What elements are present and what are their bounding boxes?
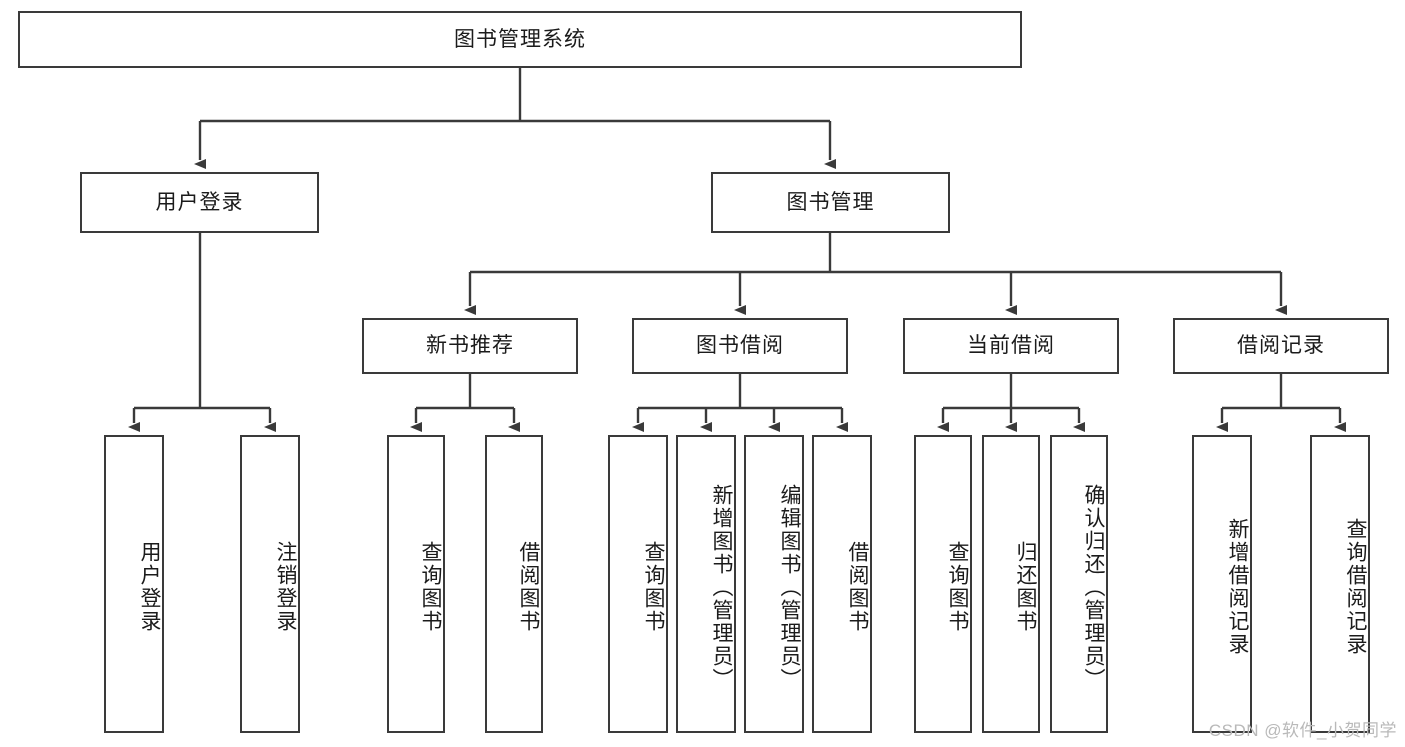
leaf-user-logout[interactable]: 注销登录: [240, 435, 300, 733]
node-borrow-records[interactable]: 借阅记录: [1173, 318, 1389, 374]
leaf-query-books-current[interactable]: 查询图书: [914, 435, 972, 733]
leaf-add-book-admin-label: 新增图书（管理员）: [710, 483, 733, 691]
node-book-management[interactable]: 图书管理: [711, 172, 950, 233]
node-book-borrow[interactable]: 图书借阅: [632, 318, 848, 374]
leaf-lend-book[interactable]: 借阅图书: [812, 435, 872, 733]
leaf-user-logout-label: 注销登录: [274, 541, 297, 633]
leaf-user-login-label: 用户登录: [138, 541, 161, 633]
leaf-return-book[interactable]: 归还图书: [982, 435, 1040, 733]
leaf-query-books-borrow-label: 查询图书: [642, 541, 665, 633]
leaf-confirm-return-admin[interactable]: 确认归还（管理员）: [1050, 435, 1108, 733]
leaf-query-borrow-record[interactable]: 查询借阅记录: [1310, 435, 1370, 733]
node-borrow-records-label: 借阅记录: [1237, 334, 1325, 358]
leaf-add-borrow-record[interactable]: 新增借阅记录: [1192, 435, 1252, 733]
leaf-query-books-recommend-label: 查询图书: [419, 541, 442, 633]
leaf-query-books-borrow[interactable]: 查询图书: [608, 435, 668, 733]
leaf-query-books-current-label: 查询图书: [946, 541, 969, 633]
node-new-book-recommend[interactable]: 新书推荐: [362, 318, 578, 374]
leaf-borrow-books-recommend[interactable]: 借阅图书: [485, 435, 543, 733]
leaf-lend-book-label: 借阅图书: [846, 541, 869, 633]
leaf-add-borrow-record-label: 新增借阅记录: [1226, 518, 1249, 656]
leaf-return-book-label: 归还图书: [1014, 541, 1037, 633]
leaf-add-book-admin[interactable]: 新增图书（管理员）: [676, 435, 736, 733]
leaf-query-books-recommend[interactable]: 查询图书: [387, 435, 445, 733]
leaf-edit-book-admin[interactable]: 编辑图书（管理员）: [744, 435, 804, 733]
node-current-borrow-label: 当前借阅: [967, 334, 1055, 358]
node-user-login[interactable]: 用户登录: [80, 172, 319, 233]
node-current-borrow[interactable]: 当前借阅: [903, 318, 1119, 374]
leaf-edit-book-admin-label: 编辑图书（管理员）: [778, 483, 801, 691]
leaf-borrow-books-recommend-label: 借阅图书: [517, 541, 540, 633]
leaf-user-login[interactable]: 用户登录: [104, 435, 164, 733]
node-root-system-label: 图书管理系统: [454, 27, 586, 51]
node-root-system[interactable]: 图书管理系统: [18, 11, 1022, 68]
node-book-borrow-label: 图书借阅: [696, 334, 784, 358]
leaf-query-borrow-record-label: 查询借阅记录: [1344, 518, 1367, 656]
node-user-login-label: 用户登录: [155, 190, 244, 214]
leaf-confirm-return-admin-label: 确认归还（管理员）: [1082, 483, 1105, 691]
csdn-watermark: CSDN @软件_小贺同学: [1208, 721, 1397, 740]
node-book-management-label: 图书管理: [786, 190, 875, 214]
node-new-book-recommend-label: 新书推荐: [426, 334, 514, 358]
